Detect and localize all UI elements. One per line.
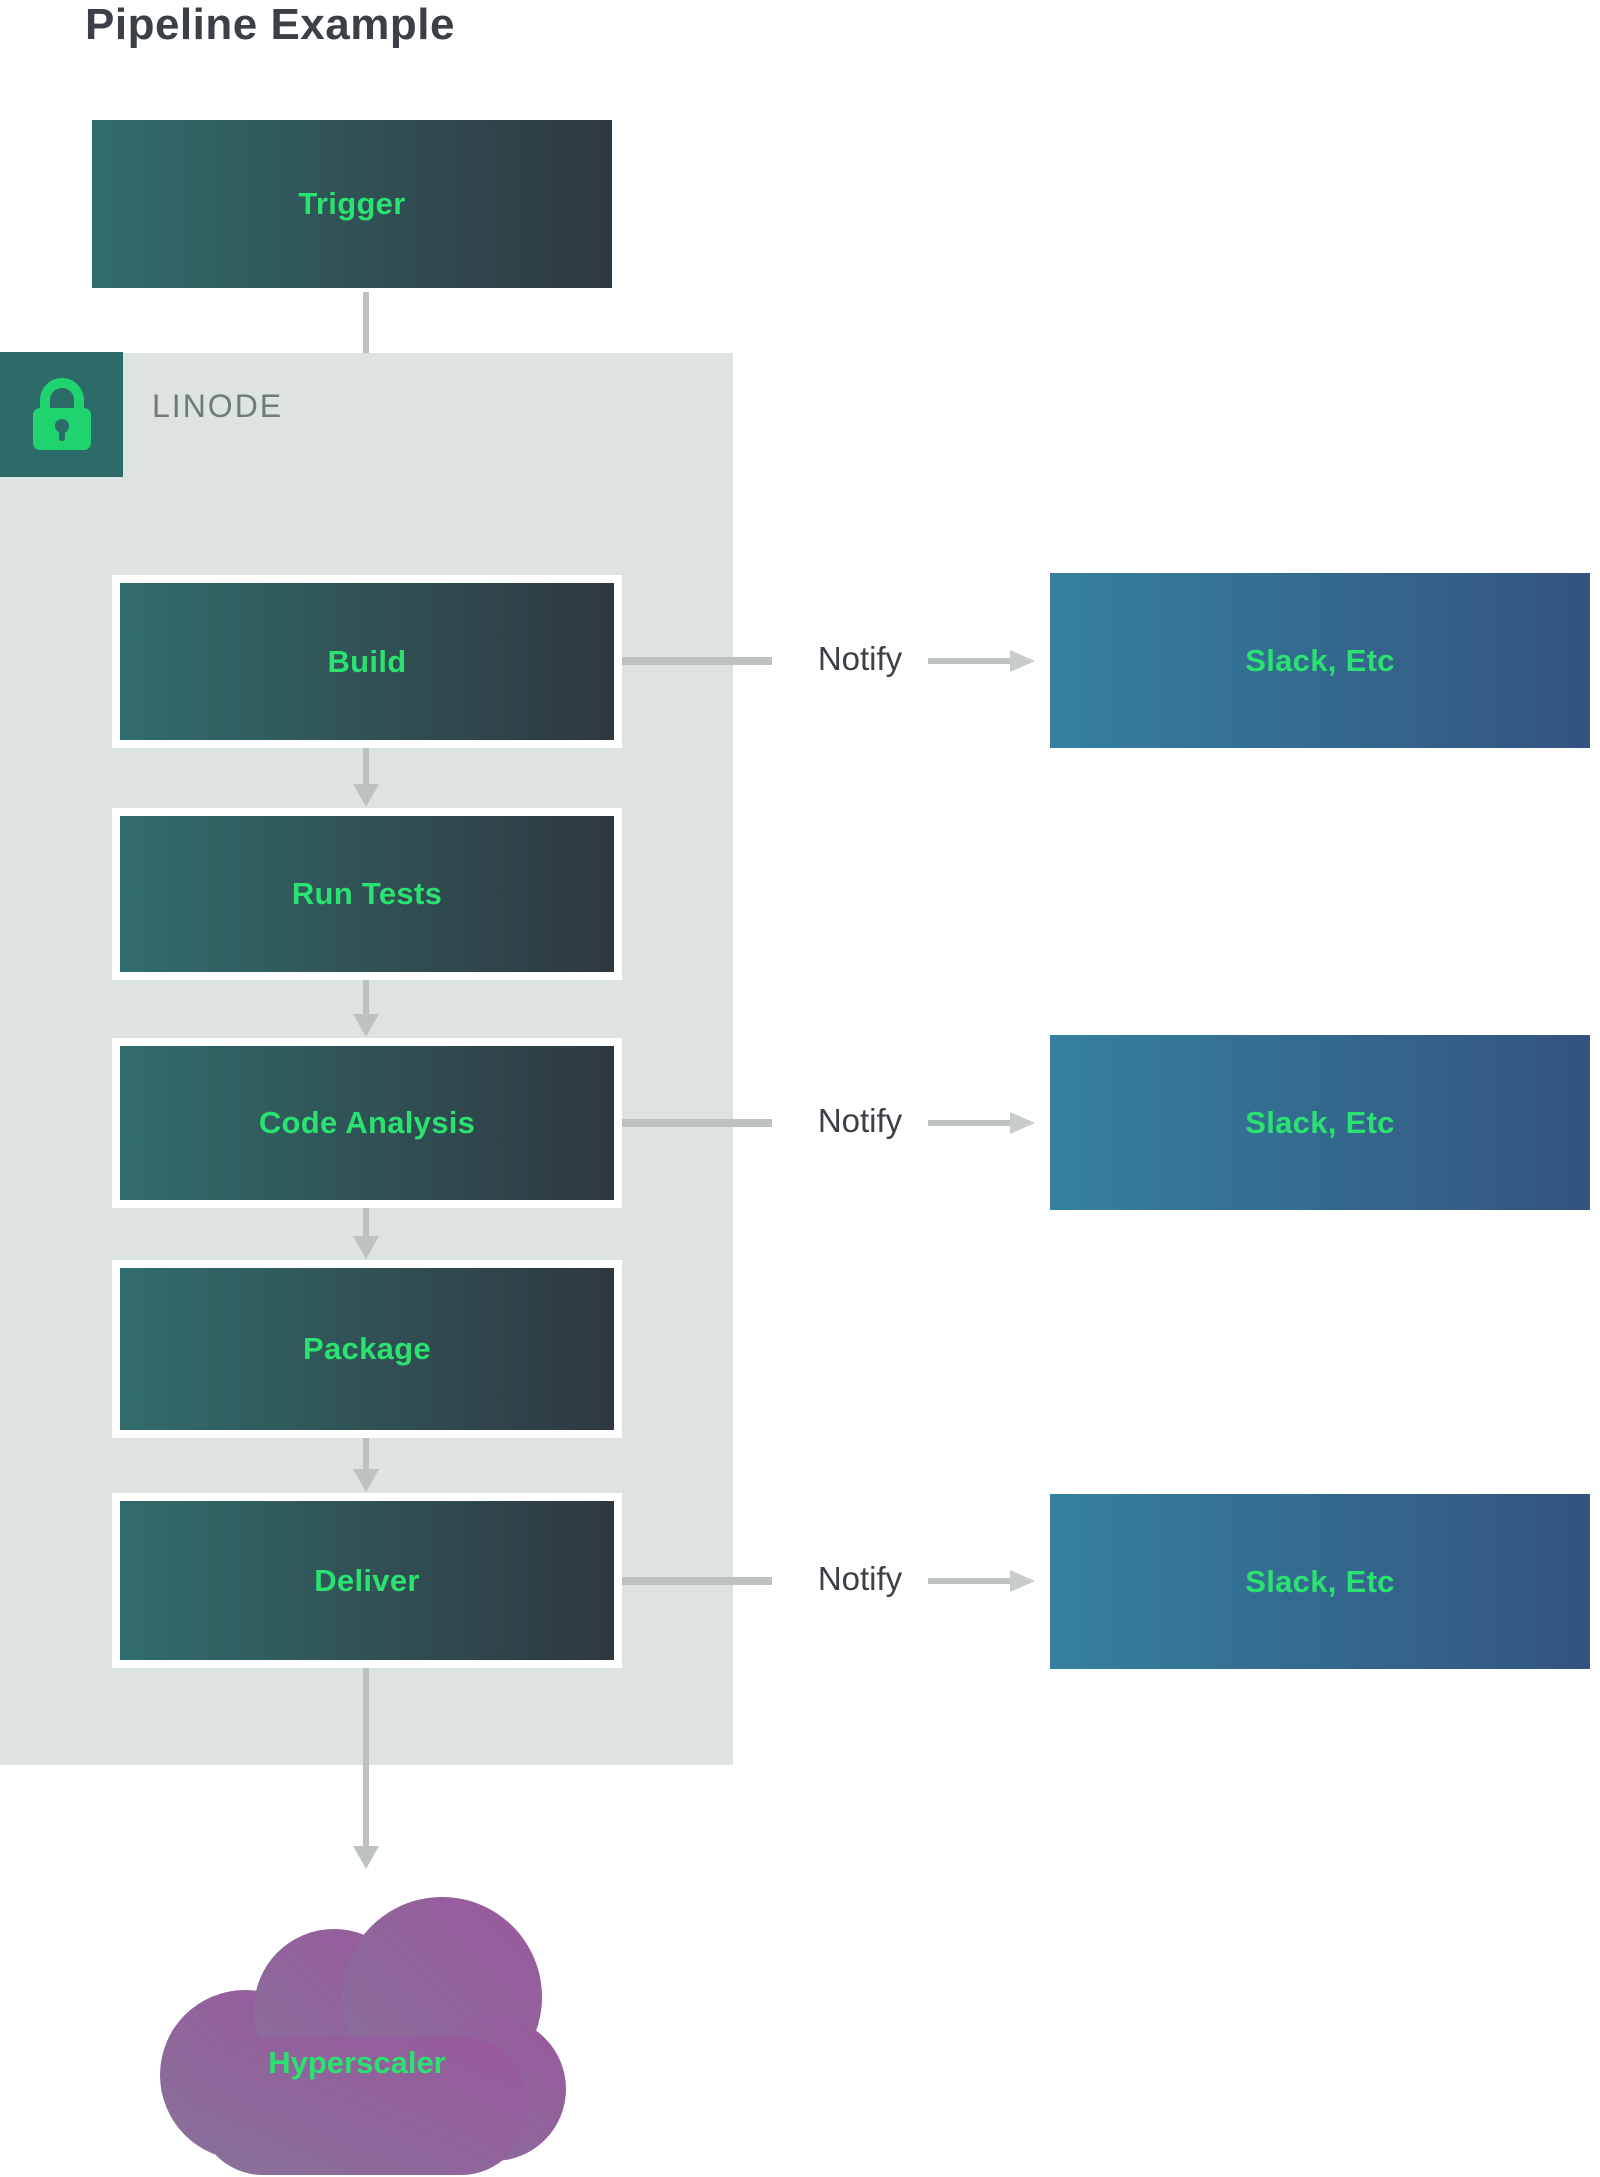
- stage-build-label: Build: [327, 643, 407, 679]
- stage-code-analysis: Code Analysis: [112, 1038, 622, 1208]
- arrow-deliver-to-cloud: [363, 1668, 369, 1846]
- arrow-code-analysis-to-package: [363, 1208, 369, 1236]
- notify-arrowhead-build: [1010, 650, 1035, 672]
- linode-zone-label: LINODE: [152, 388, 284, 424]
- stage-deliver-label: Deliver: [314, 1562, 420, 1598]
- stage-deliver: Deliver: [112, 1493, 622, 1668]
- arrowhead-package-to-deliver: [353, 1469, 379, 1492]
- arrow-package-to-deliver: [363, 1438, 369, 1469]
- notify-arrow-code-analysis: [928, 1120, 1010, 1126]
- stage-code-analysis-label: Code Analysis: [258, 1105, 476, 1140]
- notify-target-build-label: Slack, Etc: [1245, 642, 1395, 678]
- notify-target-build: Slack, Etc: [1050, 573, 1590, 748]
- notify-target-code-analysis: Slack, Etc: [1050, 1035, 1590, 1210]
- notify-line-code-analysis: [622, 1119, 772, 1127]
- trigger-label: Trigger: [298, 186, 406, 221]
- stage-run-tests-label: Run Tests: [291, 876, 443, 911]
- notify-arrowhead-code-analysis: [1010, 1112, 1035, 1134]
- arrowhead-code-analysis-to-package: [353, 1236, 379, 1259]
- notify-label-code-analysis: Notify: [817, 1102, 903, 1139]
- arrowhead-build-to-run-tests: [353, 784, 379, 807]
- trigger-node: Trigger: [92, 120, 612, 288]
- notify-target-deliver-label: Slack, Etc: [1245, 1563, 1395, 1599]
- hyperscaler-label: Hyperscaler: [268, 2045, 446, 2080]
- cloud-icon: [160, 1897, 566, 2175]
- arrow-run-tests-to-code-analysis: [363, 980, 369, 1014]
- stage-package-label: Package: [303, 1331, 431, 1366]
- arrowhead-run-tests-to-code-analysis: [353, 1014, 379, 1037]
- arrow-build-to-run-tests: [363, 748, 369, 784]
- notify-arrowhead-deliver: [1010, 1570, 1035, 1592]
- notify-label-build: Notify: [817, 640, 903, 677]
- page-title: Pipeline Example: [85, 0, 455, 49]
- stage-build: Build: [112, 575, 622, 748]
- notify-target-code-analysis-label: Slack, Etc: [1245, 1104, 1395, 1140]
- notify-label-deliver: Notify: [817, 1560, 903, 1597]
- notify-line-build: [622, 657, 772, 665]
- notify-target-deliver: Slack, Etc: [1050, 1494, 1590, 1669]
- lock-badge: [0, 352, 123, 477]
- notify-arrow-build: [928, 658, 1010, 664]
- notify-line-deliver: [622, 1577, 772, 1585]
- stage-package: Package: [112, 1260, 622, 1438]
- stage-run-tests: Run Tests: [112, 808, 622, 980]
- lock-icon: [32, 377, 91, 450]
- hyperscaler-cloud: Hyperscaler: [142, 1897, 572, 2175]
- notify-arrow-deliver: [928, 1578, 1010, 1584]
- arrowhead-deliver-to-cloud: [353, 1846, 379, 1869]
